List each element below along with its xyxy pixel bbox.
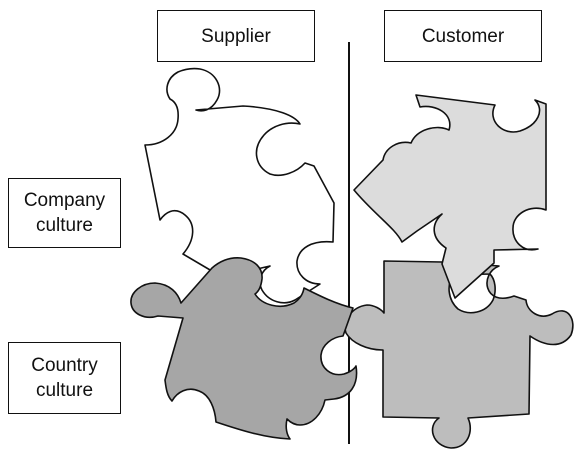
puzzle-piece-customer-country <box>344 260 574 449</box>
puzzle-piece-supplier-country <box>130 257 358 440</box>
country-culture-row-label: Country culture <box>8 342 121 414</box>
puzzle-piece-supplier-company <box>144 67 335 304</box>
supplier-column-label: Supplier <box>157 10 315 62</box>
puzzle-piece-customer-company <box>353 94 547 299</box>
customer-column-label: Customer <box>384 10 542 62</box>
company-culture-row-label: Company culture <box>8 178 121 248</box>
